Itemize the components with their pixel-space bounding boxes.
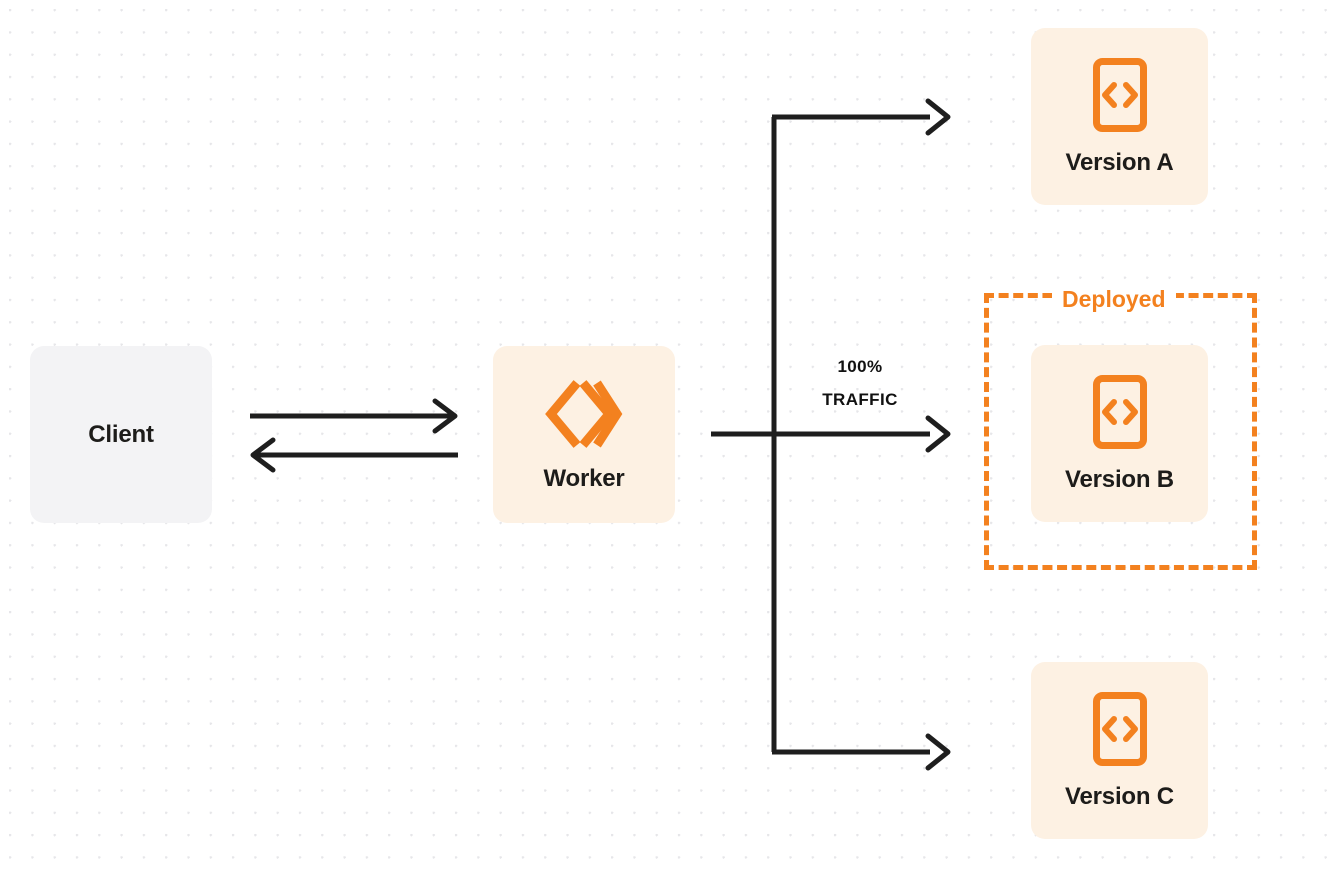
edge-client-to-worker [250, 398, 458, 434]
node-version-c[interactable]: Version C [1031, 662, 1208, 839]
code-file-icon [1092, 691, 1148, 767]
node-version-a[interactable]: Version A [1031, 28, 1208, 205]
node-worker[interactable]: Worker [493, 346, 675, 523]
code-file-icon [1092, 374, 1148, 450]
edge-worker-to-version-a [772, 98, 951, 136]
node-version-b[interactable]: Version B [1031, 345, 1208, 522]
node-version-c-label: Version C [1065, 782, 1174, 810]
node-worker-label: Worker [543, 464, 625, 492]
node-client-label: Client [88, 420, 154, 448]
traffic-label: 100% TRAFFIC [795, 350, 925, 416]
edge-worker-to-version-b [925, 415, 951, 453]
node-version-a-label: Version A [1065, 148, 1174, 176]
edge-worker-to-version-c [772, 733, 951, 771]
traffic-caption: TRAFFIC [822, 390, 898, 410]
traffic-percent: 100% [837, 357, 883, 376]
edge-worker-to-client [250, 437, 458, 473]
edge-worker-to-versions-trunk [711, 117, 930, 752]
node-version-b-label: Version B [1065, 465, 1174, 493]
node-client[interactable]: Client [30, 346, 212, 523]
deployed-group-label: Deployed [1052, 288, 1176, 311]
code-file-icon [1092, 57, 1148, 133]
cloudflare-workers-logo-icon [545, 377, 623, 451]
